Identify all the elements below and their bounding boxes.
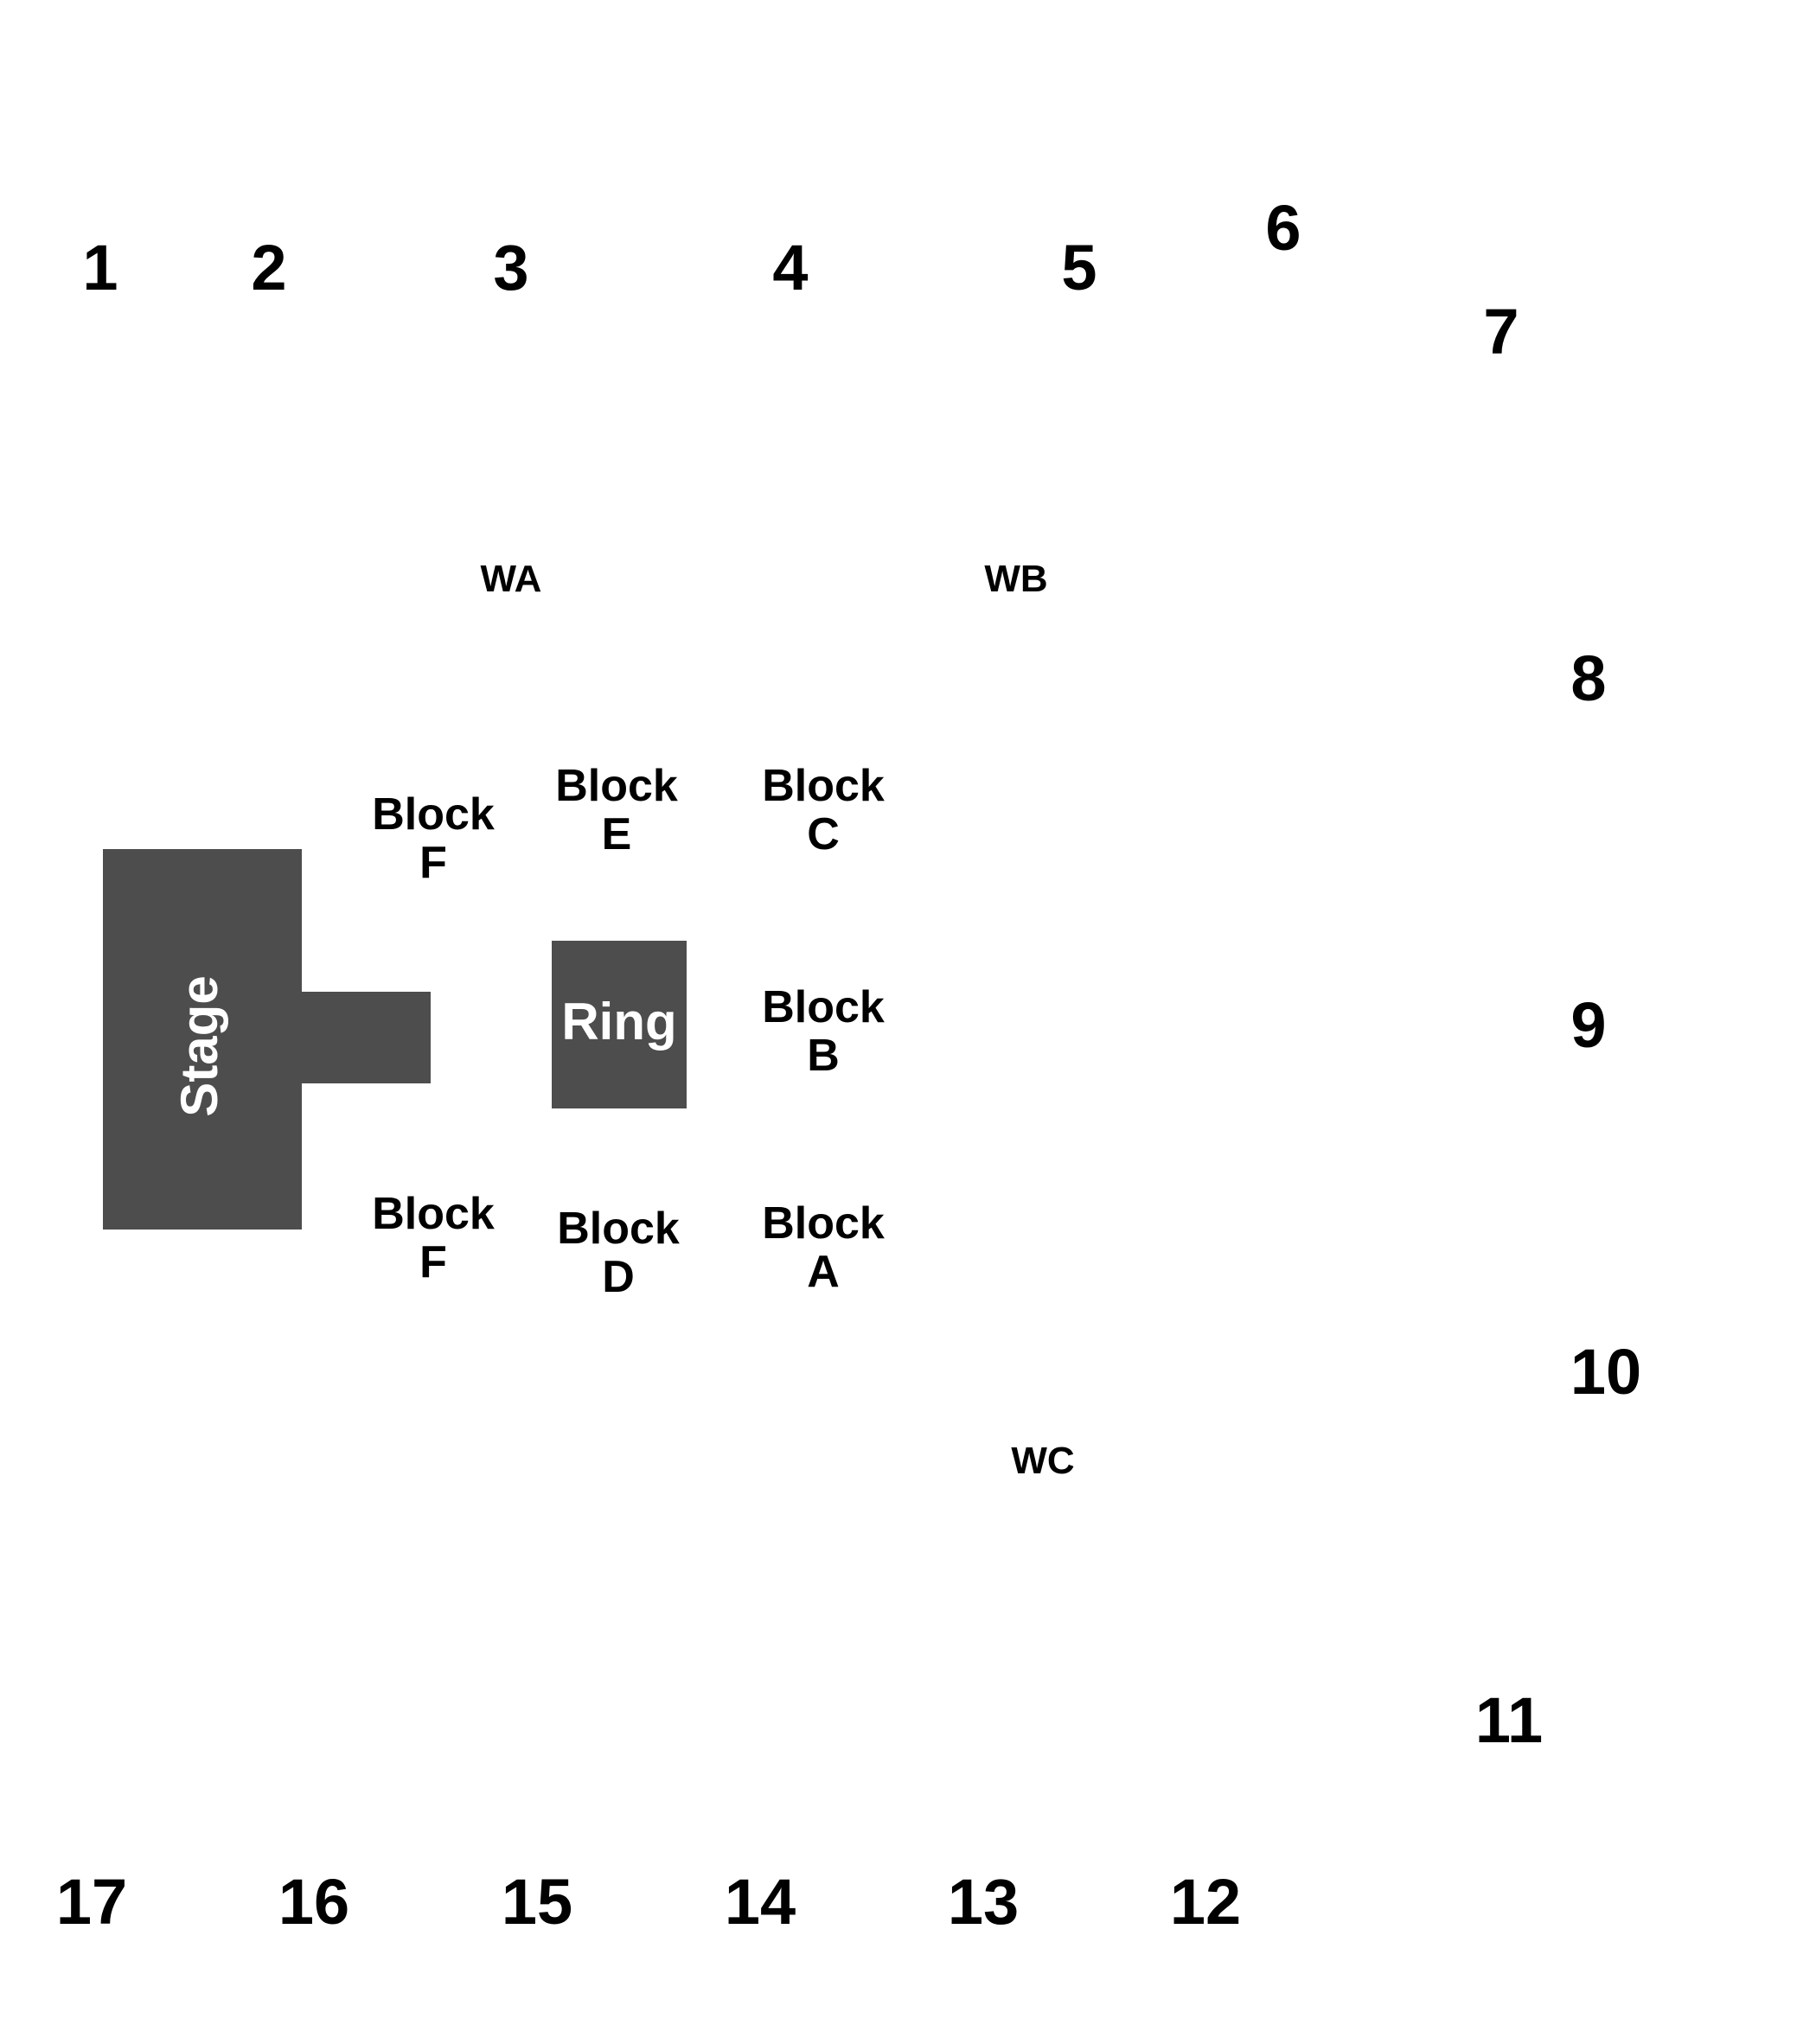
- section-1[interactable]: 1: [82, 232, 118, 303]
- section-10[interactable]: 10: [1570, 1336, 1642, 1408]
- stage-label: Stage: [170, 975, 228, 1117]
- block-b-letter: B: [807, 1031, 840, 1081]
- section-12[interactable]: 12: [1169, 1866, 1242, 1938]
- section-17[interactable]: 17: [55, 1866, 128, 1938]
- wheelchair-area-wa[interactable]: WA: [480, 558, 542, 600]
- section-4[interactable]: 4: [772, 232, 809, 303]
- block-f-top-word: Block: [372, 789, 495, 840]
- block-f-top[interactable]: Block F: [372, 790, 495, 887]
- section-13[interactable]: 13: [947, 1866, 1020, 1938]
- block-f-bottom-letter: F: [419, 1237, 447, 1287]
- block-b[interactable]: Block B: [762, 983, 885, 1080]
- section-2[interactable]: 2: [251, 232, 287, 303]
- block-b-word: Block: [762, 982, 885, 1032]
- section-14[interactable]: 14: [724, 1866, 796, 1938]
- block-f-bottom[interactable]: Block F: [372, 1190, 495, 1287]
- section-5[interactable]: 5: [1061, 232, 1097, 303]
- section-15[interactable]: 15: [501, 1866, 573, 1938]
- wheelchair-area-wb[interactable]: WB: [984, 558, 1048, 600]
- block-d-word: Block: [557, 1204, 680, 1254]
- block-f-top-letter: F: [419, 838, 447, 888]
- block-d[interactable]: Block D: [557, 1204, 680, 1301]
- section-3[interactable]: 3: [493, 232, 529, 303]
- section-6[interactable]: 6: [1265, 192, 1301, 264]
- section-7[interactable]: 7: [1483, 296, 1519, 367]
- section-16[interactable]: 16: [278, 1866, 350, 1938]
- block-e-letter: E: [601, 809, 632, 859]
- block-a-letter: A: [807, 1247, 840, 1297]
- section-8[interactable]: 8: [1570, 642, 1607, 714]
- block-d-letter: D: [602, 1252, 635, 1302]
- ring[interactable]: [552, 941, 687, 1108]
- block-a-word: Block: [762, 1198, 885, 1249]
- block-c[interactable]: Block C: [762, 762, 885, 859]
- stage-runway[interactable]: [302, 992, 431, 1083]
- section-11[interactable]: 11: [1474, 1684, 1544, 1756]
- section-9[interactable]: 9: [1570, 989, 1607, 1061]
- block-e-word: Block: [555, 761, 678, 811]
- block-f-bottom-word: Block: [372, 1189, 495, 1239]
- ring-label: Ring: [561, 993, 677, 1051]
- block-c-word: Block: [762, 761, 885, 811]
- block-c-letter: C: [807, 809, 840, 859]
- wheelchair-area-wc[interactable]: WC: [1011, 1440, 1075, 1482]
- block-a[interactable]: Block A: [762, 1199, 885, 1296]
- stage[interactable]: [103, 849, 302, 1230]
- block-e[interactable]: Block E: [555, 762, 678, 859]
